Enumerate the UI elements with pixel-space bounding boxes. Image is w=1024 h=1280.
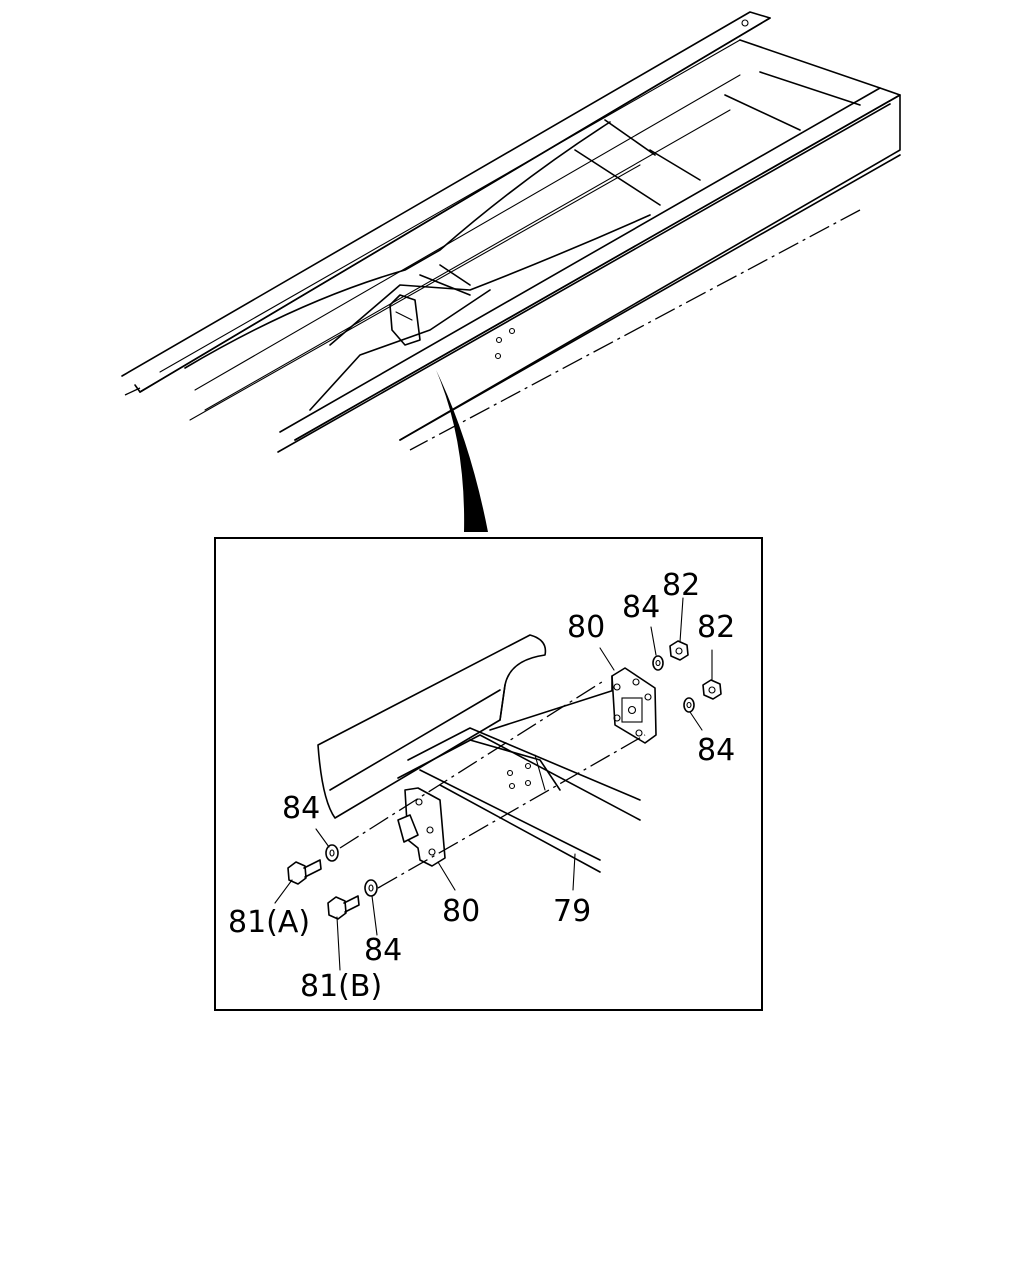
callout-81b: 81(B) <box>300 969 382 1004</box>
frame-overview <box>121 11 901 453</box>
callout-80-left: 80 <box>442 894 480 929</box>
callout-82-upper: 82 <box>662 568 700 603</box>
callout-84-lower: 84 <box>364 933 402 968</box>
leader-lines <box>274 597 713 971</box>
detail-pointer <box>436 370 488 532</box>
callout-80-right: 80 <box>567 610 605 645</box>
detail-view <box>287 634 722 920</box>
callout-84-upper: 84 <box>622 590 660 625</box>
callout-81a: 81(A) <box>228 905 310 940</box>
callout-labels: 80 84 82 82 84 84 81(A) 80 79 84 81(B) <box>228 568 735 1004</box>
callout-84-left: 84 <box>282 791 320 826</box>
callout-79: 79 <box>553 894 591 929</box>
callout-82-lower: 82 <box>697 610 735 645</box>
detail-box <box>214 537 763 1011</box>
callout-84-right: 84 <box>697 733 735 768</box>
